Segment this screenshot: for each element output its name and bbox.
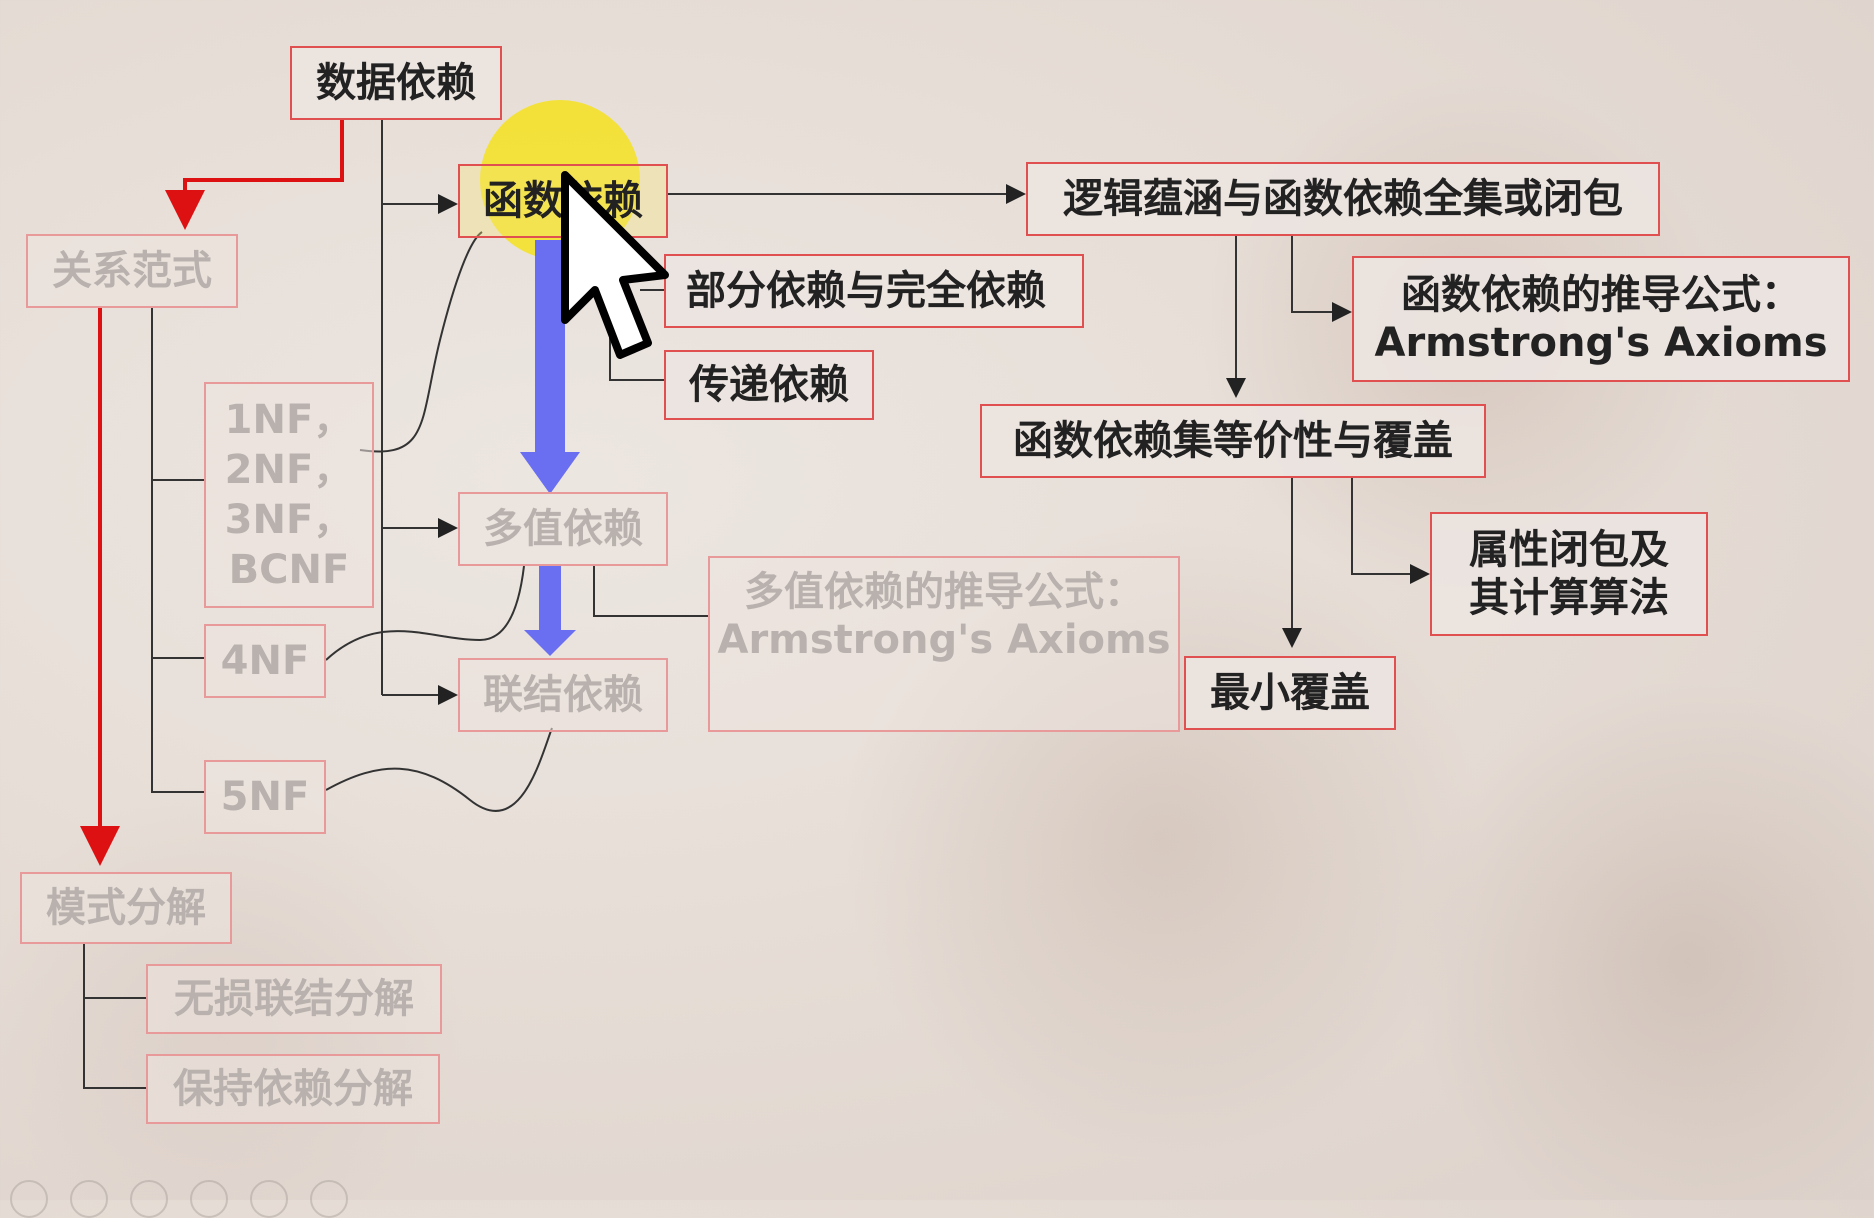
box-normal-forms: 关系范式 bbox=[26, 234, 238, 308]
box-partial-full-dependency: 部分依赖与完全依赖 bbox=[664, 254, 1084, 328]
red-arrow-root-to-nf bbox=[165, 120, 344, 230]
box-nf123: 1NF， 2NF， 3NF， BCNF bbox=[204, 382, 374, 608]
box-attribute-closure: 属性闭包及 其计算算法 bbox=[1430, 512, 1708, 636]
cursor-icon bbox=[561, 171, 669, 359]
box-mvd-axioms: 多值依赖的推导公式： Armstrong's Axioms bbox=[708, 556, 1180, 732]
prev-slide-icon[interactable] bbox=[10, 1180, 48, 1218]
next-slide-icon[interactable] bbox=[70, 1180, 108, 1218]
slides-grid-icon[interactable] bbox=[190, 1180, 228, 1218]
slideshow-controls[interactable] bbox=[0, 1170, 410, 1218]
blue-arrow-mvd-to-jd bbox=[524, 566, 576, 656]
box-schema-decomposition: 模式分解 bbox=[20, 872, 232, 944]
more-options-icon[interactable] bbox=[310, 1180, 348, 1218]
box-data-dependency: 数据依赖 bbox=[290, 46, 502, 120]
box-nf4: 4NF bbox=[204, 624, 326, 698]
box-logical-closure: 逻辑蕴涵与函数依赖全集或闭包 bbox=[1026, 162, 1660, 236]
box-nf5: 5NF bbox=[204, 760, 326, 834]
box-transitive-dependency: 传递依赖 bbox=[664, 350, 874, 420]
box-lossless-join: 无损联结分解 bbox=[146, 964, 442, 1034]
box-fd-axioms: 函数依赖的推导公式： Armstrong's Axioms bbox=[1352, 256, 1850, 382]
box-dependency-preserving: 保持依赖分解 bbox=[146, 1054, 440, 1124]
pen-icon[interactable] bbox=[130, 1180, 168, 1218]
box-join-dependency: 联结依赖 bbox=[458, 658, 668, 732]
box-minimal-cover: 最小覆盖 bbox=[1184, 656, 1396, 730]
box-multivalued-dependency: 多值依赖 bbox=[458, 492, 668, 566]
box-fd-equivalence: 函数依赖集等价性与覆盖 bbox=[980, 404, 1486, 478]
zoom-icon[interactable] bbox=[250, 1180, 288, 1218]
